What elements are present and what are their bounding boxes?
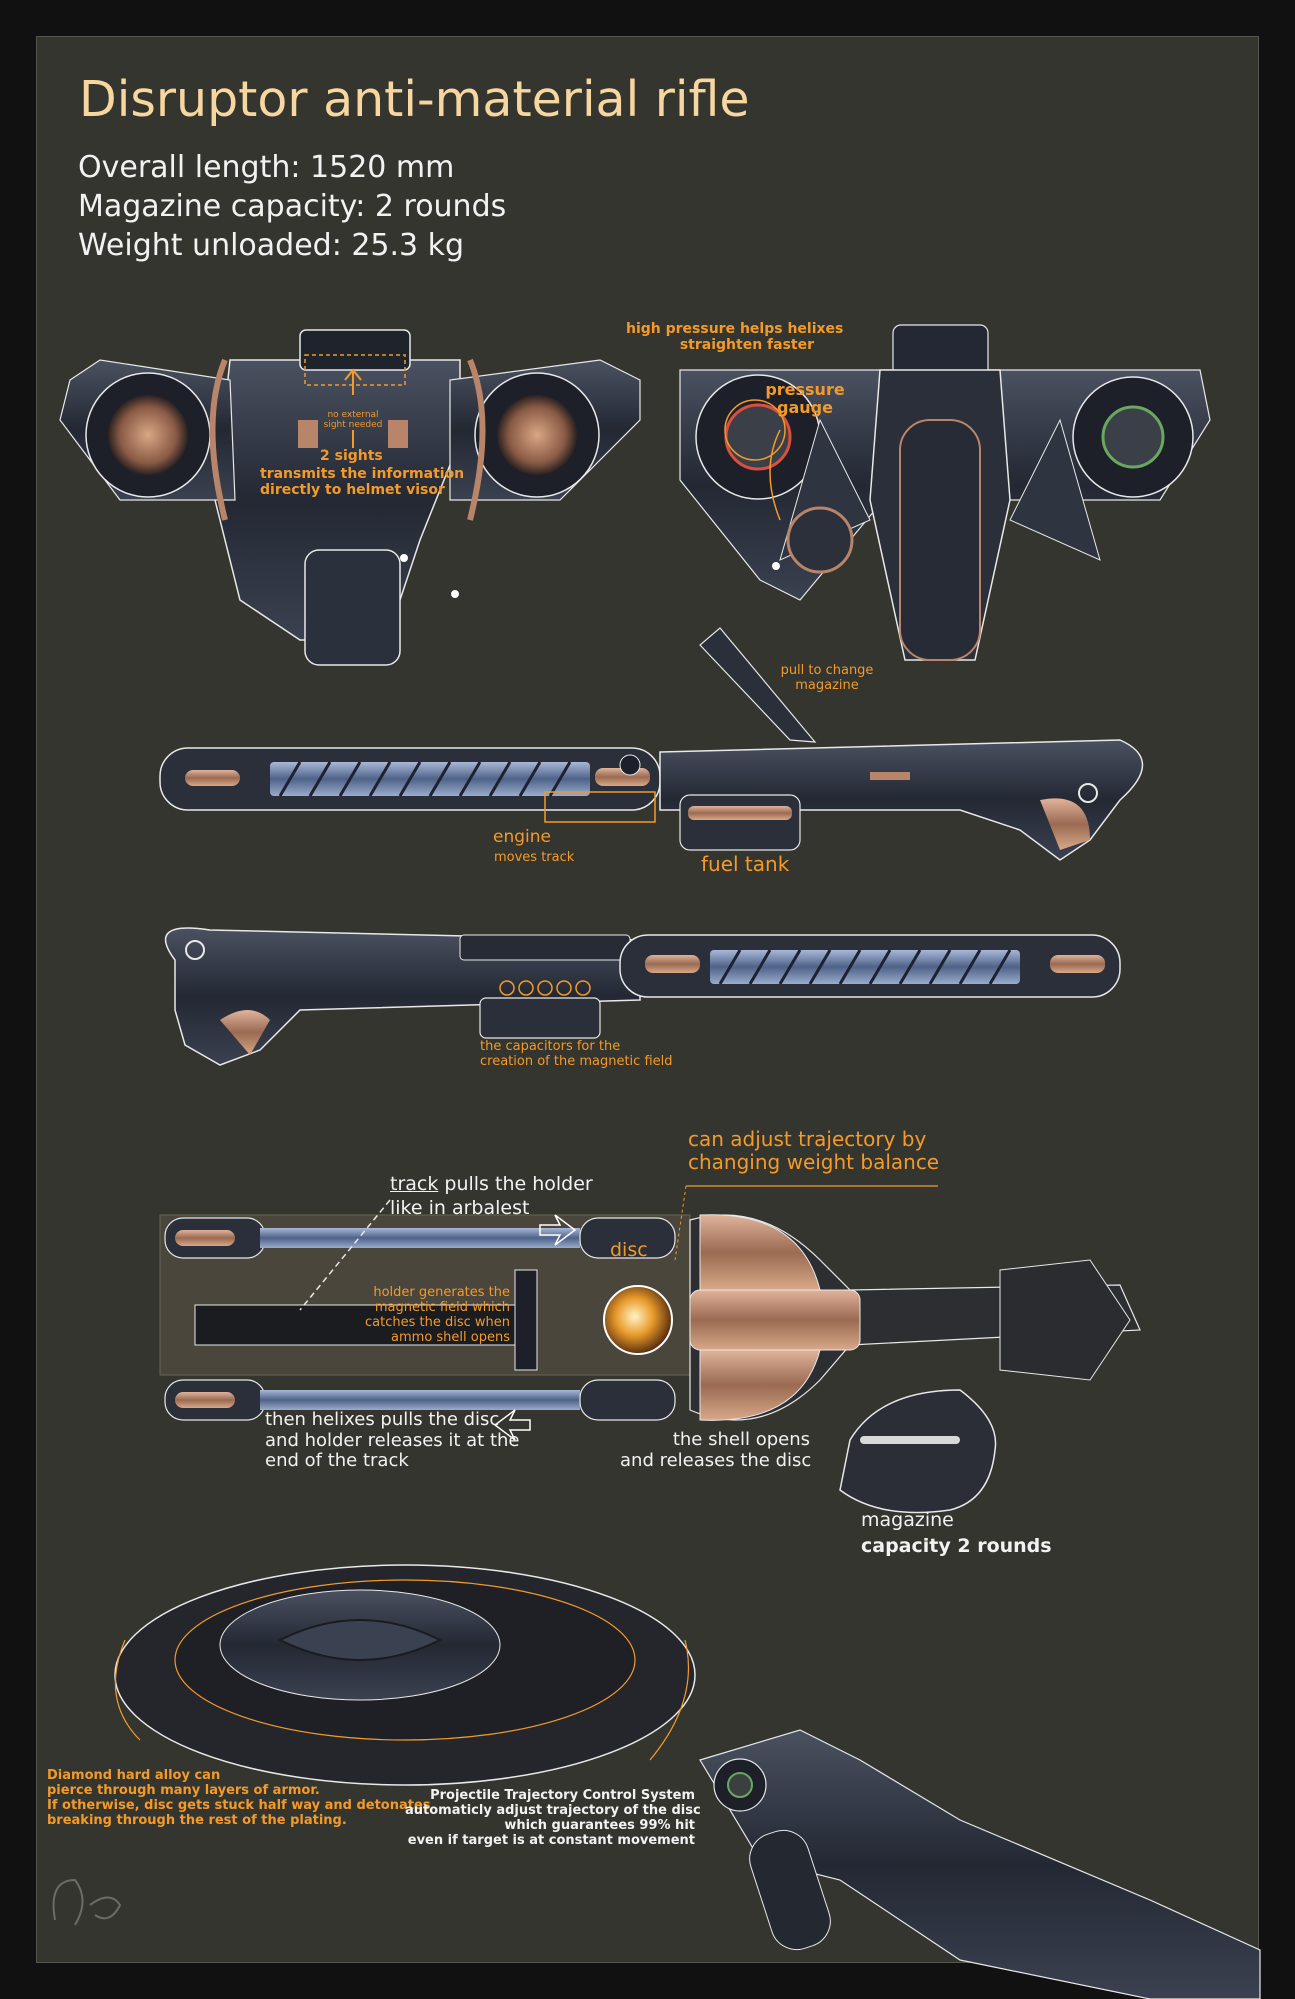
- magazine-illustration: [839, 1389, 997, 1514]
- mechanism-view: [159, 1185, 1141, 1441]
- side-view-left: [159, 627, 1144, 861]
- engine-description: moves track: [494, 850, 575, 865]
- fuel-tank-label: fuel tank: [701, 852, 790, 876]
- disc-illustration: [114, 1564, 696, 1786]
- spec-length: Overall length: 1520 mm: [78, 150, 455, 185]
- spec-magazine: Magazine capacity: 2 rounds: [78, 189, 507, 224]
- sights-label: 2 sights: [320, 448, 383, 464]
- rear-view: [679, 324, 1211, 661]
- disc-label: disc: [610, 1239, 648, 1261]
- artist-signature: [52, 1878, 122, 1926]
- arbalest-label: like in arbalest: [390, 1197, 530, 1219]
- spec-weight: Weight unloaded: 25.3 kg: [78, 228, 465, 263]
- magazine-label: magazine: [861, 1509, 954, 1531]
- front-view: [59, 329, 641, 666]
- perspective-view: [699, 1729, 1261, 1999]
- side-view-right: [164, 927, 1121, 1066]
- magazine-capacity-label: capacity 2 rounds: [861, 1535, 1052, 1557]
- engine-label: engine: [493, 827, 551, 847]
- track-label: track pulls the holder: [390, 1173, 593, 1195]
- page-title: Disruptor anti-material rifle: [79, 71, 750, 128]
